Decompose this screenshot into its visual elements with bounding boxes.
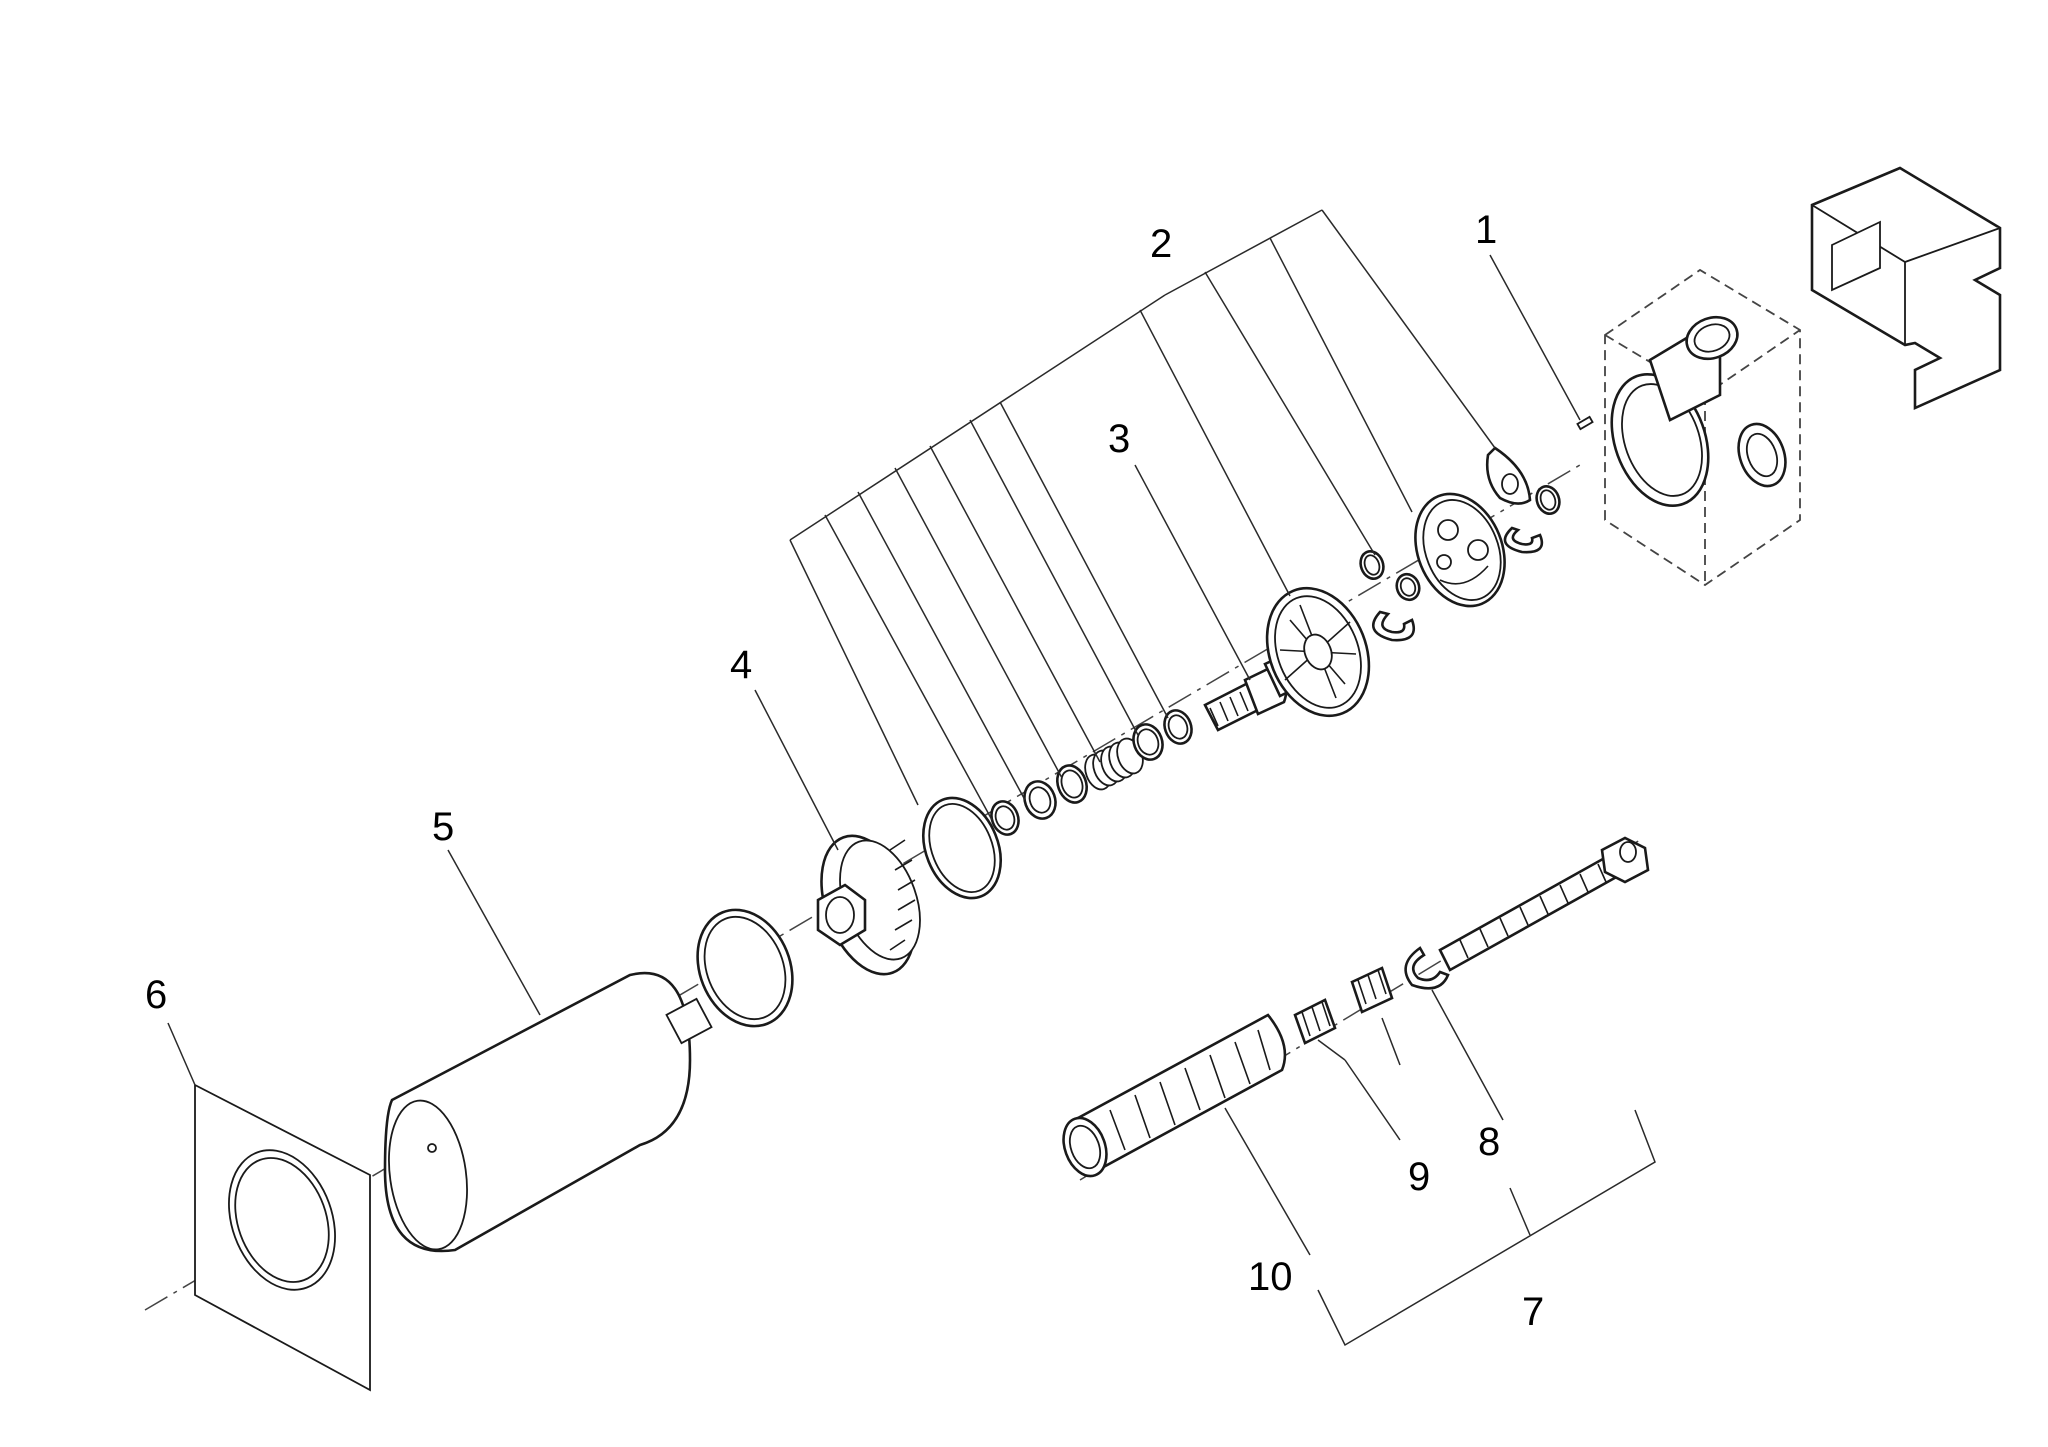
- callout-5: 5: [432, 805, 454, 849]
- connector-piece-1: [1293, 998, 1337, 1045]
- callout-2: 2: [1150, 222, 1172, 266]
- callout-9: 9: [1408, 1155, 1430, 1199]
- callout-10: 10: [1248, 1255, 1293, 1299]
- small-ring-7: [1395, 572, 1421, 602]
- leader-4: [754, 689, 839, 851]
- sleeve-cylinder: [383, 971, 713, 1253]
- callout-8: 8: [1478, 1120, 1500, 1164]
- o-ring-large: [696, 908, 794, 1028]
- leader-6: [167, 1022, 196, 1086]
- leader-10: [1224, 1107, 1311, 1256]
- callout-7: 7: [1522, 1290, 1544, 1334]
- leader-5: [447, 849, 541, 1016]
- small-ring-5: [1163, 709, 1193, 745]
- callout-3: 3: [1108, 417, 1130, 461]
- small-ring-1: [990, 800, 1020, 836]
- threaded-rod: [1438, 836, 1650, 972]
- leader-7: [1317, 1109, 1656, 1347]
- bonnet-nut: [816, 834, 921, 976]
- small-ring-4: [1132, 723, 1164, 761]
- o-ring-medium: [922, 796, 1002, 900]
- valve-body: [1604, 268, 1801, 587]
- small-ring-6: [1359, 550, 1385, 580]
- locating-pin: [1576, 415, 1594, 431]
- clip-ring-2: [1503, 526, 1544, 554]
- figure-eight-seal: [1485, 446, 1532, 505]
- small-ring-8: [1535, 485, 1561, 515]
- spring: [1084, 737, 1144, 791]
- leader-2: [789, 209, 1496, 821]
- leader-3: [1134, 464, 1251, 681]
- retaining-clip: [1404, 946, 1450, 990]
- strainer-sleeve: [1062, 1013, 1287, 1178]
- valve-plate: [1414, 492, 1506, 608]
- small-ring-2: [1023, 780, 1057, 820]
- spoked-disc: [1265, 586, 1371, 718]
- cover-plate: [194, 1083, 371, 1392]
- leader-1: [1489, 254, 1581, 421]
- leader-9: [1317, 1017, 1401, 1141]
- leader-8: [1431, 989, 1504, 1121]
- callout-4: 4: [730, 643, 752, 687]
- callout-1: 1: [1475, 208, 1497, 252]
- small-ring-3: [1056, 764, 1088, 804]
- connector-piece-2: [1350, 966, 1394, 1014]
- clip-ring-1: [1371, 610, 1416, 642]
- mounting-bracket: [1810, 166, 2002, 411]
- callout-6: 6: [145, 973, 167, 1017]
